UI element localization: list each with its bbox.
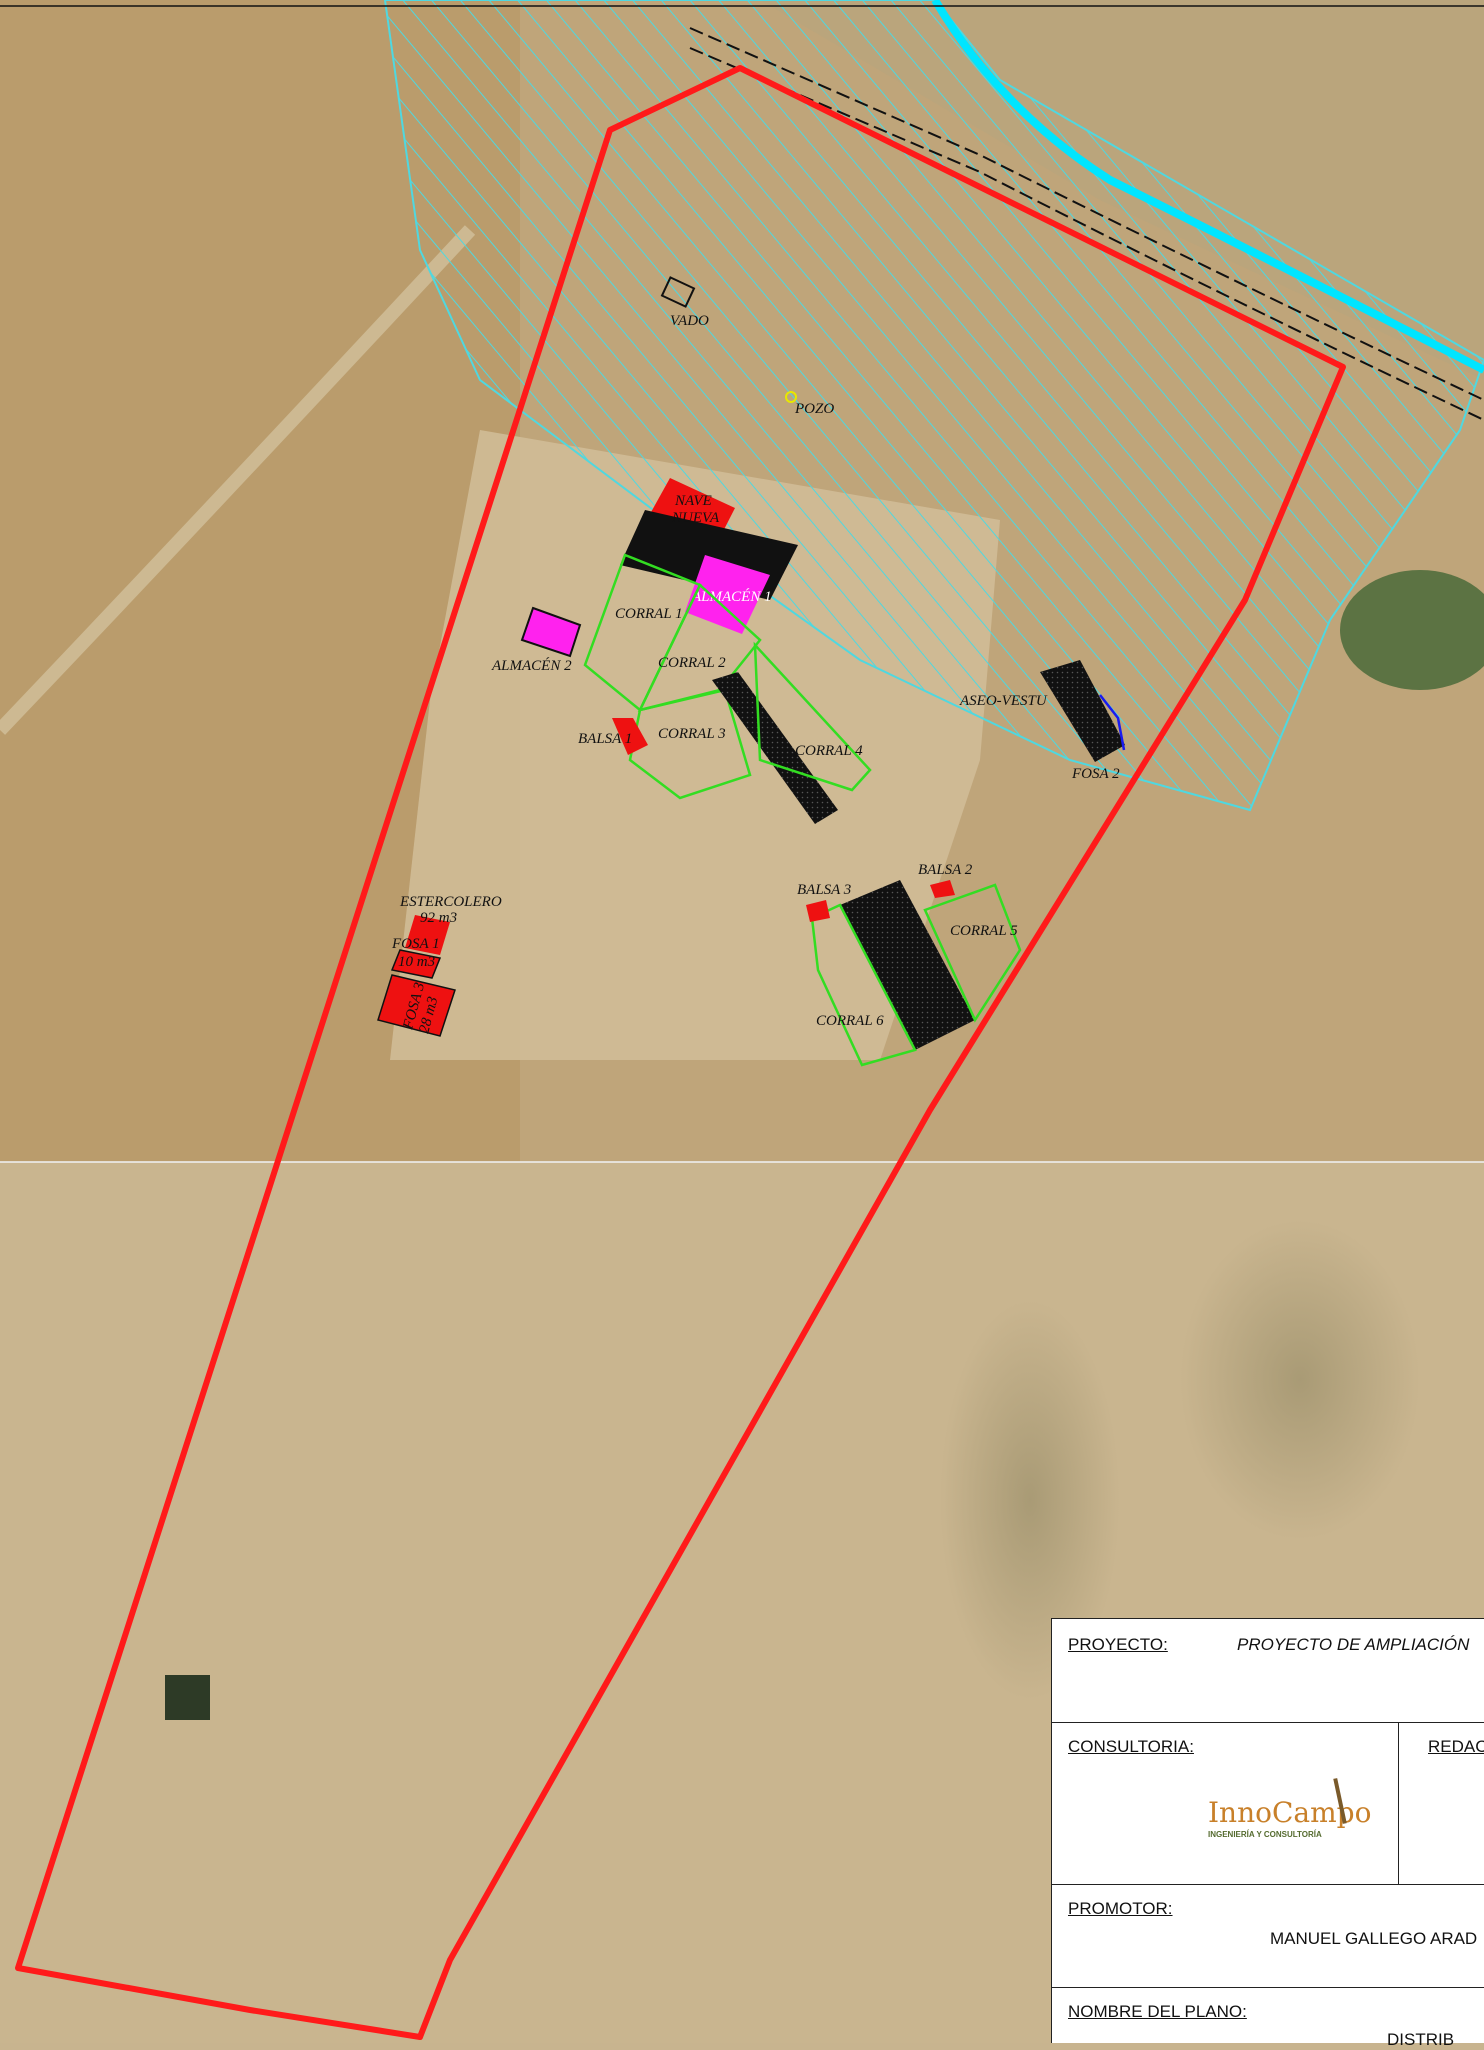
label-nave-nueva-2: NUEVA: [671, 510, 720, 526]
fosa-2-line: [1099, 694, 1126, 751]
balsa-3: [806, 900, 830, 922]
fosa-1: [390, 949, 442, 979]
almacen-2: [520, 606, 582, 658]
corral-6: [810, 903, 917, 1067]
balsa-2: [930, 880, 955, 898]
row-promotor: PROMOTOR: MANUEL GALLEGO ARAD: [1052, 1885, 1484, 1988]
flood-zone-hatched: [383, 0, 1484, 812]
label-nave-nueva-1: NAVE: [674, 493, 712, 509]
title-block: PROYECTO: PROYECTO DE AMPLIACIÓN CONSULT…: [1051, 1618, 1484, 2049]
photo-seam: [0, 1161, 1484, 1163]
consultoria-label: CONSULTORIA:: [1068, 1737, 1194, 1756]
label-corral-4: CORRAL 4: [795, 743, 863, 759]
track-left: [0, 225, 476, 735]
label-balsa-2: BALSA 2: [918, 862, 973, 878]
label-corral-2: CORRAL 2: [658, 655, 726, 671]
label-estercolero: ESTERCOLERO: [399, 894, 502, 910]
proyecto-value: PROYECTO DE AMPLIACIÓN: [1237, 1635, 1470, 1654]
road-dashed-2: [689, 47, 1484, 421]
label-aseo: ASEO-VESTU: [959, 693, 1048, 709]
redactor-label: REDAC: [1428, 1737, 1484, 1756]
proyecto-label: PROYECTO:: [1068, 1635, 1168, 1654]
river: [931, 0, 1484, 374]
label-fosa-1: FOSA 1: [391, 936, 440, 952]
road-dashed: [689, 27, 1484, 401]
pozo-marker: [785, 391, 797, 403]
logo-text: InnoCampo: [1208, 1796, 1372, 1829]
row-proyecto: PROYECTO: PROYECTO DE AMPLIACIÓN: [1052, 1619, 1484, 1723]
building-corral-4: [712, 672, 838, 824]
label-fosa-2: FOSA 2: [1071, 766, 1120, 782]
label-corral-6: CORRAL 6: [816, 1013, 884, 1029]
label-balsa-1: BALSA 1: [578, 731, 632, 747]
property-boundary: [15, 65, 1346, 2040]
row-consultoria: CONSULTORIA: REDAC InnoCampo INGENIERÍA …: [1052, 1723, 1484, 1885]
label-vado: VADO: [670, 313, 709, 329]
shrub-area: [940, 1300, 1120, 1700]
corral-5: [923, 883, 1022, 1023]
label-corral-3: CORRAL 3: [658, 726, 726, 742]
ruin: [165, 1675, 210, 1720]
corral-4: [753, 641, 872, 792]
label-almacen-2: ALMACÉN 2: [491, 657, 572, 674]
row-divider: [1398, 1723, 1399, 1884]
plano-label: NOMBRE DEL PLANO:: [1068, 2002, 1247, 2021]
promotor-value: MANUEL GALLEGO ARAD: [1270, 1929, 1478, 1948]
estercolero: [405, 915, 450, 955]
innocampo-logo: InnoCampo INGENIERÍA Y CONSULTORÍA: [1202, 1778, 1382, 1848]
label-corral-5: CORRAL 5: [950, 923, 1018, 939]
label-corral-1: CORRAL 1: [615, 606, 683, 622]
logo-subtext: INGENIERÍA Y CONSULTORÍA: [1208, 1830, 1322, 1839]
label-estercolero-vol: 92 m3: [420, 910, 457, 926]
label-fosa-1-vol: 10 m3: [398, 954, 435, 970]
label-pozo: POZO: [794, 401, 834, 417]
aseo-vestuario: [1040, 660, 1125, 762]
row-plano: NOMBRE DEL PLANO: DISTRIB: [1052, 1988, 1484, 2049]
label-balsa-3: BALSA 3: [797, 882, 851, 898]
label-almacen-1: ALMACÉN 1: [691, 588, 772, 605]
shrub-area-2: [1180, 1220, 1420, 1540]
fosa-3: [377, 974, 456, 1037]
vado-marker: [660, 276, 696, 308]
balsa-1: [612, 718, 648, 755]
almacen-1: [685, 555, 770, 634]
promotor-label: PROMOTOR:: [1068, 1899, 1173, 1918]
building-corral-6: [840, 880, 975, 1050]
plano-value: DISTRIB: [1387, 2030, 1455, 2049]
vegetation-patch: [1340, 570, 1484, 690]
